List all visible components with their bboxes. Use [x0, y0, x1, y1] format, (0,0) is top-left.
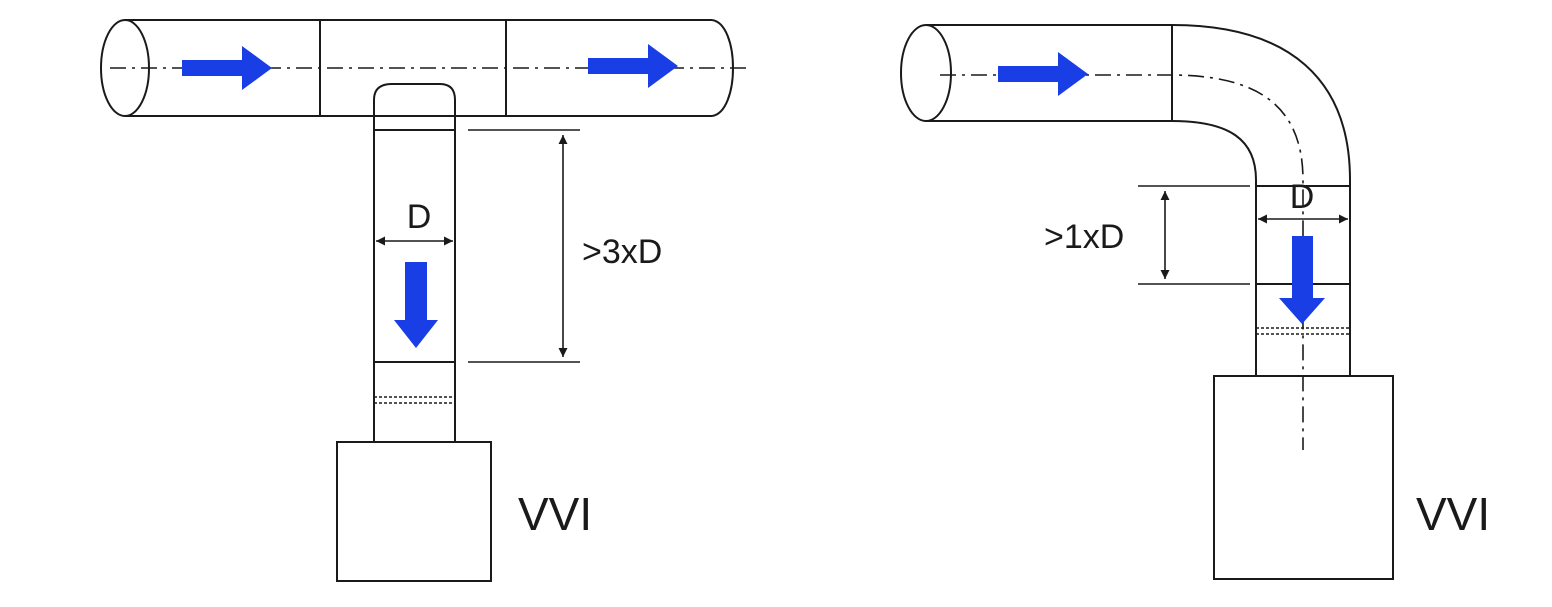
unit-label: VVI	[518, 488, 592, 540]
flow-arrow-out	[588, 44, 678, 88]
unit-label: VVI	[1416, 488, 1490, 540]
distance-label: >3xD	[582, 233, 662, 271]
flow-arrow-down	[394, 262, 438, 348]
flow-arrow-in	[998, 52, 1088, 96]
flow-arrow-down	[1279, 236, 1325, 324]
t-branch-diagram: D >3xD VVI	[100, 19, 750, 582]
distance-dimension	[468, 129, 580, 363]
vvi-unit-box	[336, 441, 492, 582]
branch-duct	[373, 83, 456, 442]
elbow-diagram: D >1xD VVI	[900, 24, 1490, 580]
vvi-unit-box	[1213, 375, 1394, 580]
distance-label: >1xD	[1044, 218, 1124, 256]
distance-dimension	[1138, 185, 1250, 285]
flow-arrow-in	[182, 46, 272, 90]
diameter-label: D	[1290, 178, 1315, 216]
diameter-label: D	[407, 198, 432, 236]
elbow-duct	[900, 24, 1351, 450]
